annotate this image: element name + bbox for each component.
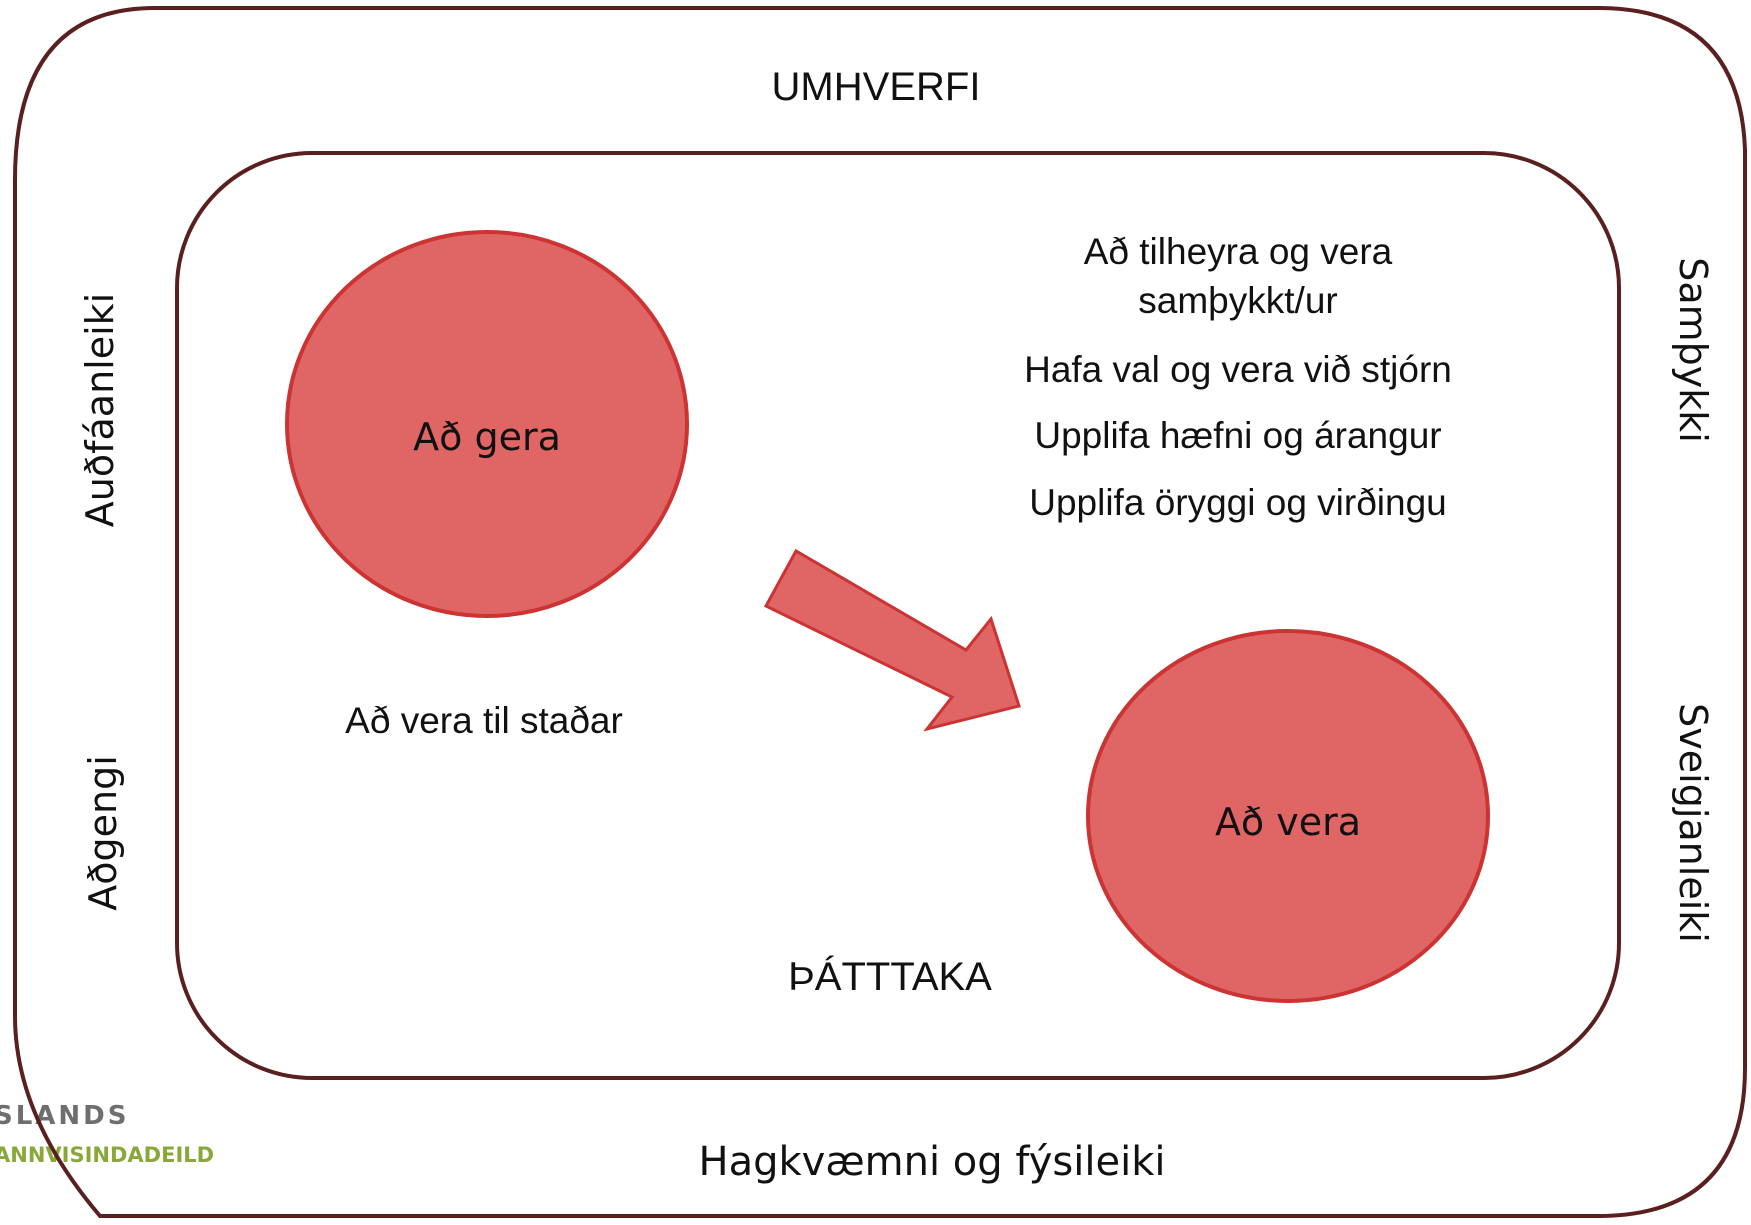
- being-label: Að vera: [1215, 800, 1361, 844]
- environment-title: UMHVERFI: [772, 65, 981, 109]
- experience-item: Upplifa hæfni og árangur: [1034, 415, 1441, 456]
- right-label-flexibility: Sveigjanleiki: [1671, 703, 1715, 943]
- left-label-access: Aðgengi: [81, 755, 125, 911]
- experience-list: Að tilheyra og vera samþykkt/ur Hafa val…: [1024, 231, 1452, 523]
- doing-circle: [285, 230, 689, 618]
- experience-item: samþykkt/ur: [1138, 280, 1337, 321]
- experience-item: Upplifa öryggi og virðingu: [1029, 482, 1447, 523]
- logo-line-1: SLANDS: [0, 1101, 129, 1131]
- logo-line-2: ANNVISINDADEILD: [0, 1143, 214, 1167]
- doing-node: Að gera: [285, 230, 689, 618]
- feasibility-label: Hagkvæmni og fýsileiki: [699, 1139, 1166, 1185]
- left-label-availability: Auðfáanleiki: [78, 293, 122, 527]
- doing-to-being-arrow: [763, 548, 1021, 732]
- right-label-acceptance: Samþykki: [1671, 257, 1715, 443]
- experience-item: Hafa val og vera við stjórn: [1024, 349, 1452, 390]
- experience-item: Að tilheyra og vera: [1084, 231, 1393, 272]
- being-present-label: Að vera til staðar: [345, 700, 623, 741]
- participation-title: ÞÁTTTAKA: [788, 954, 992, 999]
- doing-label: Að gera: [413, 415, 561, 459]
- environment-frame: [13, 6, 1747, 1218]
- participation-frame: [175, 151, 1621, 1080]
- university-logo: SLANDS ANNVISINDADEILD: [0, 1101, 214, 1167]
- being-circle: [1086, 629, 1490, 1003]
- being-node: Að vera: [1086, 629, 1490, 1003]
